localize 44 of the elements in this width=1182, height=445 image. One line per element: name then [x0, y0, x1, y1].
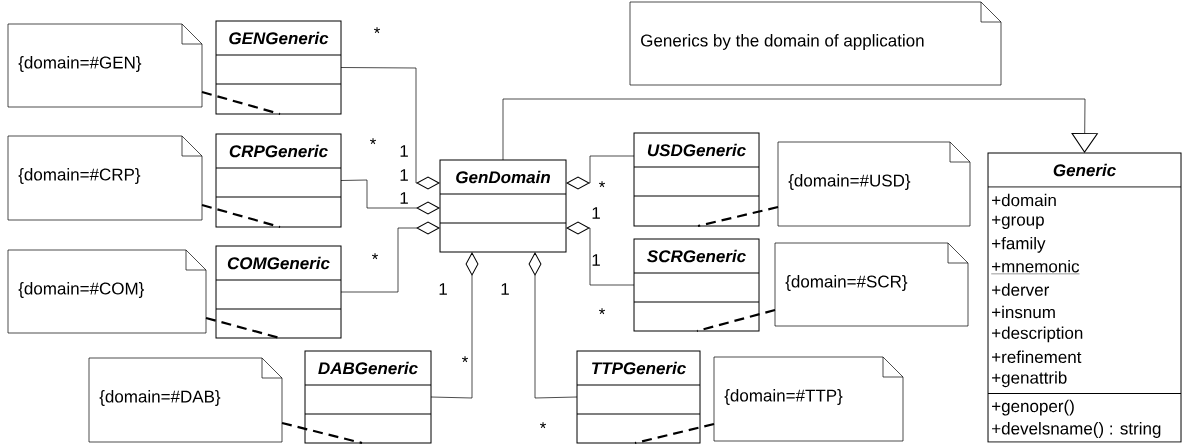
- note-box: {domain=#DAB}: [88, 357, 283, 443]
- class-box: GenDomain: [439, 159, 567, 253]
- class-box: SCRGeneric: [633, 238, 760, 332]
- class-box: USDGeneric: [633, 132, 760, 227]
- multiplicity-label: *: [461, 356, 469, 363]
- aggregation-line: [528, 252, 578, 399]
- class-box: TTPGeneric: [576, 350, 701, 444]
- note-box: {domain=#GEN}: [7, 23, 203, 108]
- multiplicity-label: 1: [400, 145, 408, 157]
- connector-line: [696, 308, 776, 333]
- aggregation-line: [340, 221, 440, 293]
- multiplicity-label: *: [373, 27, 381, 34]
- multiplicity-label: *: [371, 253, 379, 260]
- class-box: CRPGeneric: [215, 133, 342, 228]
- generalization-arrow: [502, 98, 1098, 161]
- multiplicity-label: 1: [400, 192, 408, 204]
- multiplicity-label: *: [369, 138, 377, 145]
- class-box: GENGeneric: [215, 20, 342, 115]
- note-box: {domain=#SCR}: [774, 242, 969, 327]
- aggregation-line: [566, 221, 635, 286]
- multiplicity-label: 1: [439, 283, 447, 295]
- connector-line: [697, 205, 779, 228]
- multiplicity-label: 1: [592, 254, 600, 266]
- connector-line: [281, 421, 363, 445]
- connector-line: [634, 422, 715, 445]
- note-box: {domain=#USD}: [777, 141, 971, 227]
- aggregation-line: [430, 252, 479, 399]
- multiplicity-label: *: [539, 422, 547, 429]
- note-box: {domain=#COM}: [7, 249, 207, 334]
- aggregation-line: [340, 67, 440, 190]
- class-box: COMGeneric: [215, 245, 342, 339]
- note-box: {domain=#CRP}: [7, 135, 203, 221]
- class-box: DABGeneric: [304, 350, 432, 444]
- connector-line: [205, 316, 281, 340]
- class-box: Generic +domain +group +family +mnemonic +derver +insnum +description +refinement +genattrib +genoper() +develsname() : string: [987, 152, 1182, 443]
- multiplicity-label: 1: [501, 283, 509, 295]
- note-box: {domain=#TTP}: [713, 356, 904, 442]
- multiplicity-label: 1: [400, 169, 408, 181]
- aggregation-line: [566, 155, 635, 190]
- aggregation-line: [340, 179, 440, 215]
- note-box: Generics by the domain of application: [629, 1, 1002, 86]
- multiplicity-label: *: [598, 181, 606, 188]
- multiplicity-label: *: [598, 308, 606, 315]
- multiplicity-label: 1: [592, 207, 600, 219]
